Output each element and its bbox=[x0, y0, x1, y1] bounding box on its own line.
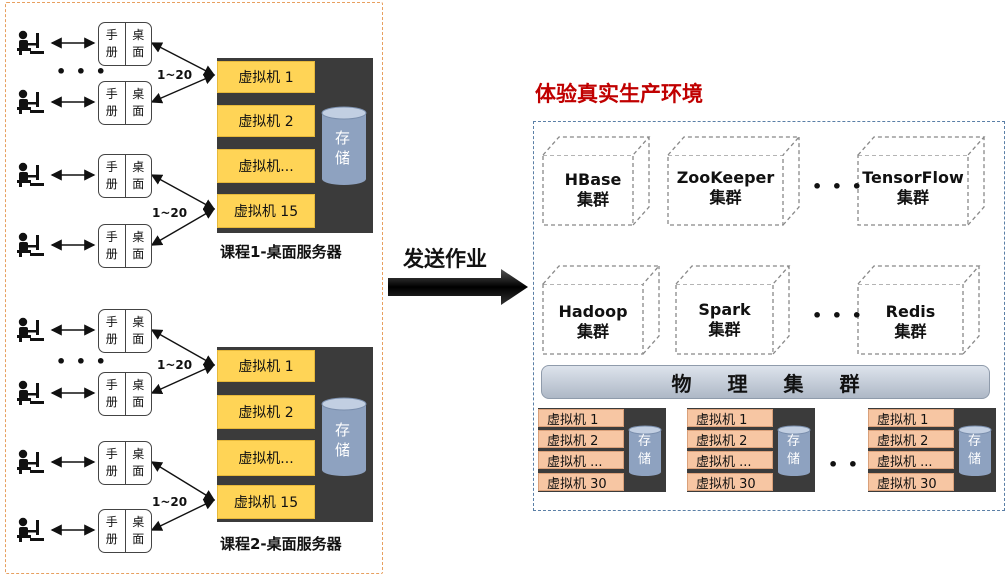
user-icon bbox=[16, 232, 46, 258]
storage-label: 存 储 bbox=[335, 129, 351, 167]
storage-cylinder-icon bbox=[321, 397, 367, 476]
virtual-machine[interactable]: 虚拟机... bbox=[217, 440, 315, 476]
cluster-suffix: 集群 bbox=[894, 322, 927, 341]
send-job-label: 发送作业 bbox=[403, 247, 487, 271]
physical-cluster-bar: 物理集群 bbox=[541, 365, 990, 399]
storage-cylinder-icon bbox=[777, 425, 811, 476]
desktop-label: 桌 面 bbox=[124, 510, 152, 552]
virtual-machine[interactable]: 虚拟机 ... bbox=[687, 451, 773, 470]
cluster-name: TensorFlow bbox=[862, 168, 964, 187]
manual-desktop-card[interactable]: 手 册桌 面 bbox=[98, 509, 152, 553]
virtual-machine[interactable]: 虚拟机 ... bbox=[538, 451, 624, 470]
virtual-machine[interactable]: 虚拟机 1 bbox=[217, 61, 315, 93]
manual-label: 手 册 bbox=[105, 87, 118, 118]
server-caption: 课程1-桌面服务器 bbox=[220, 243, 342, 261]
manual-desktop-card[interactable]: 手 册桌 面 bbox=[98, 372, 152, 416]
virtual-machine[interactable]: 虚拟机 15 bbox=[217, 485, 315, 519]
more-servers-ellipsis: • • • bbox=[828, 455, 880, 474]
manual-label: 手 册 bbox=[105, 315, 118, 346]
user-icon bbox=[16, 517, 46, 543]
virtual-machine[interactable]: 虚拟机 2 bbox=[687, 430, 773, 449]
manual-label: 手 册 bbox=[105, 515, 118, 546]
desktop-label: 桌 面 bbox=[124, 442, 152, 484]
ratio-label: 1~20 bbox=[152, 495, 188, 509]
desktop-label: 桌 面 bbox=[124, 82, 152, 124]
user-icon bbox=[16, 317, 46, 343]
production-environment bbox=[533, 121, 1005, 511]
user-icon bbox=[16, 30, 46, 56]
desktop-label: 桌 面 bbox=[124, 155, 152, 197]
manual-desktop-card[interactable]: 手 册桌 面 bbox=[98, 441, 152, 485]
virtual-machine[interactable]: 虚拟机 30 bbox=[687, 473, 773, 492]
cluster-name: HBase bbox=[564, 170, 622, 189]
manual-desktop-card[interactable]: 手 册桌 面 bbox=[98, 309, 152, 353]
user-icon bbox=[16, 162, 46, 188]
production-env-heading: 体验真实生产环境 bbox=[535, 82, 703, 106]
desktop-label: 桌 面 bbox=[124, 23, 152, 65]
storage-label: 存 储 bbox=[787, 434, 801, 467]
more-clusters-ellipsis: • • • bbox=[812, 306, 864, 325]
virtual-machine[interactable]: 虚拟机... bbox=[217, 149, 315, 183]
ratio-label: 1~20 bbox=[152, 206, 188, 220]
ratio-label: 1~20 bbox=[157, 68, 193, 82]
more-users-ellipsis: • • • bbox=[56, 62, 108, 81]
desktop-label: 桌 面 bbox=[124, 310, 152, 352]
connection-arrows bbox=[50, 37, 216, 536]
cluster-name: ZooKeeper bbox=[676, 168, 775, 187]
virtual-machine[interactable]: 虚拟机 2 bbox=[217, 105, 315, 137]
user-icon bbox=[16, 89, 46, 115]
server-caption: 课程2-桌面服务器 bbox=[220, 535, 342, 553]
more-users-ellipsis: • • • bbox=[56, 352, 108, 371]
cluster-cubes bbox=[542, 136, 986, 355]
storage-label: 存 储 bbox=[968, 434, 982, 467]
cluster-suffix: 集群 bbox=[896, 188, 929, 207]
virtual-machine[interactable]: 虚拟机 1 bbox=[538, 409, 624, 428]
virtual-machine[interactable]: 虚拟机 2 bbox=[868, 430, 954, 449]
virtual-machine[interactable]: 虚拟机 2 bbox=[217, 395, 315, 429]
ratio-label: 1~20 bbox=[157, 358, 193, 372]
manual-desktop-card[interactable]: 手 册桌 面 bbox=[98, 224, 152, 268]
cluster-name: Spark bbox=[698, 300, 751, 319]
cluster-name: Hadoop bbox=[558, 302, 628, 321]
virtual-machine[interactable]: 虚拟机 1 bbox=[687, 409, 773, 428]
manual-desktop-card[interactable]: 手 册桌 面 bbox=[98, 22, 152, 66]
courses-container bbox=[5, 2, 383, 574]
virtual-machine[interactable]: 虚拟机 ... bbox=[868, 451, 954, 470]
manual-label: 手 册 bbox=[105, 378, 118, 409]
more-clusters-ellipsis: • • • bbox=[812, 177, 864, 196]
cluster-suffix: 集群 bbox=[576, 190, 609, 209]
storage-cylinder-icon bbox=[628, 425, 662, 476]
storage-cylinder-icon bbox=[958, 425, 992, 476]
virtual-machine[interactable]: 虚拟机 30 bbox=[538, 473, 624, 492]
manual-desktop-card[interactable]: 手 册桌 面 bbox=[98, 154, 152, 198]
manual-label: 手 册 bbox=[105, 447, 118, 478]
storage-label: 存 储 bbox=[638, 434, 652, 467]
virtual-machine[interactable]: 虚拟机 1 bbox=[868, 409, 954, 428]
manual-label: 手 册 bbox=[105, 160, 118, 191]
manual-label: 手 册 bbox=[105, 28, 118, 59]
user-icon bbox=[16, 380, 46, 406]
send-job-arrow-icon bbox=[388, 269, 528, 305]
cluster-name: Redis bbox=[885, 302, 936, 321]
virtual-machine[interactable]: 虚拟机 2 bbox=[538, 430, 624, 449]
manual-label: 手 册 bbox=[105, 230, 118, 261]
desktop-label: 桌 面 bbox=[124, 373, 152, 415]
cluster-suffix: 集群 bbox=[576, 322, 609, 341]
cluster-suffix: 集群 bbox=[708, 320, 741, 339]
virtual-machine[interactable]: 虚拟机 30 bbox=[868, 473, 954, 492]
desktop-label: 桌 面 bbox=[124, 225, 152, 267]
storage-label: 存 储 bbox=[335, 421, 351, 459]
virtual-machine[interactable]: 虚拟机 1 bbox=[217, 350, 315, 382]
storage-cylinder-icon bbox=[321, 106, 367, 185]
user-icon bbox=[16, 449, 46, 475]
manual-desktop-card[interactable]: 手 册桌 面 bbox=[98, 81, 152, 125]
cluster-suffix: 集群 bbox=[709, 188, 742, 207]
virtual-machine[interactable]: 虚拟机 15 bbox=[217, 194, 315, 228]
